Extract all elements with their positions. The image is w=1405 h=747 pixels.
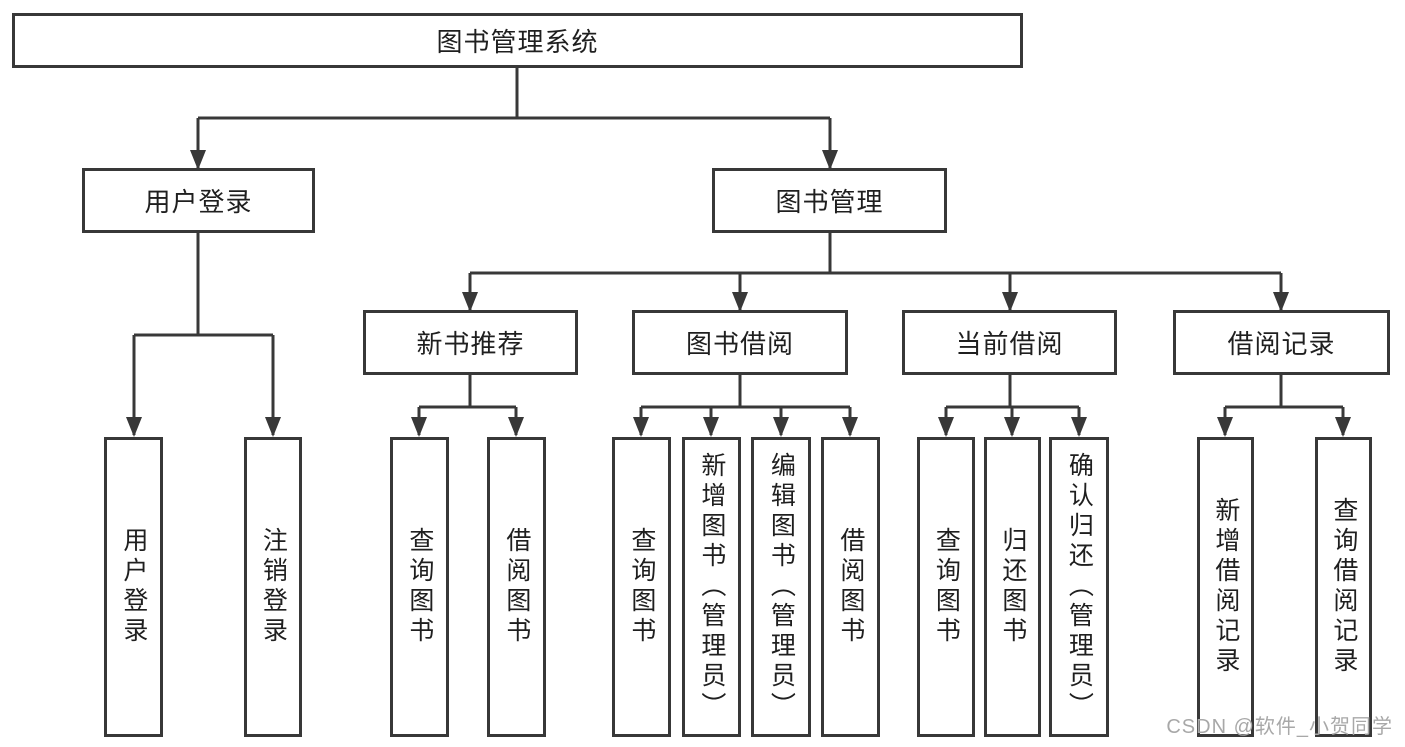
node-borrow-records: 借阅记录 (1173, 310, 1390, 375)
arrow-down-icon (1002, 292, 1018, 312)
arrow-down-icon (126, 417, 142, 437)
arrow-down-icon (1217, 417, 1233, 437)
leaf-query-books-newbooks: 查询图书 (390, 437, 449, 737)
arrow-down-icon (1004, 417, 1020, 437)
arrow-down-icon (190, 150, 206, 170)
arrow-down-icon (1071, 417, 1087, 437)
node-root: 图书管理系统 (12, 13, 1023, 68)
connector-path (132, 68, 1345, 435)
arrow-down-icon (773, 417, 789, 437)
watermark-text: CSDN @软件_小贺同学 (1166, 716, 1393, 738)
arrow-down-icon (938, 417, 954, 437)
leaf-add-borrow-record: 新增借阅记录 (1197, 437, 1254, 737)
arrow-down-icon (842, 417, 858, 437)
arrow-down-icon (633, 417, 649, 437)
leaf-query-borrow-record: 查询借阅记录 (1315, 437, 1372, 737)
node-book-borrow: 图书借阅 (632, 310, 848, 375)
node-new-books: 新书推荐 (363, 310, 578, 375)
node-book-management: 图书管理 (712, 168, 947, 233)
leaf-logout: 注销登录 (244, 437, 302, 737)
arrow-down-icon (508, 417, 524, 437)
leaf-add-book-admin: 新增图书（管理员） (682, 437, 741, 737)
arrow-down-icon (411, 417, 427, 437)
node-current-borrow: 当前借阅 (902, 310, 1117, 375)
arrow-down-icon (462, 292, 478, 312)
leaf-query-books-borrow: 查询图书 (612, 437, 671, 737)
arrow-down-icon (265, 417, 281, 437)
leaf-query-books-current: 查询图书 (917, 437, 975, 737)
arrow-down-icon (732, 292, 748, 312)
arrow-down-icon (1273, 292, 1289, 312)
leaf-edit-book-admin: 编辑图书（管理员） (751, 437, 811, 737)
leaf-user-login: 用户登录 (104, 437, 163, 737)
arrow-down-icon (822, 150, 838, 170)
arrow-down-icon (703, 417, 719, 437)
leaf-confirm-return-admin: 确认归还（管理员） (1049, 437, 1109, 737)
arrow-down-icon (1335, 417, 1351, 437)
leaf-borrow-books-newbooks: 借阅图书 (487, 437, 546, 737)
node-user-login: 用户登录 (82, 168, 315, 233)
leaf-return-book: 归还图书 (984, 437, 1041, 737)
leaf-borrow-books-borrow: 借阅图书 (821, 437, 880, 737)
arrowheads (126, 150, 1351, 437)
